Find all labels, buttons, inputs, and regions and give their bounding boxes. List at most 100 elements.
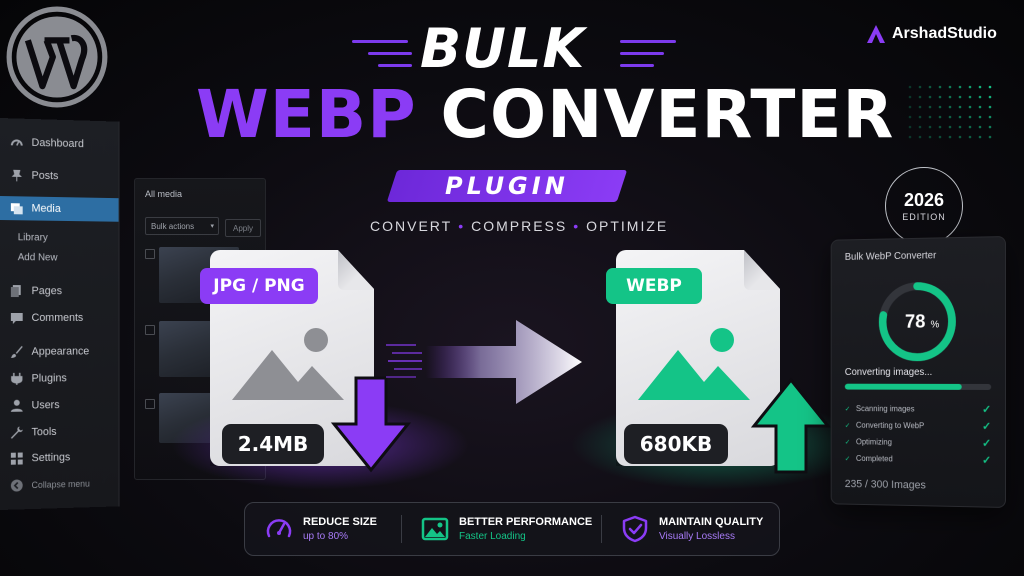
grid-dot bbox=[959, 106, 962, 109]
wp-admin-sidebar: Dashboard Posts Media Library Add New Pa… bbox=[0, 118, 120, 510]
speed-line bbox=[378, 64, 412, 67]
chevron-down-icon: ▾ bbox=[210, 222, 214, 230]
sidebar-item-settings[interactable]: Settings bbox=[0, 445, 119, 471]
grid-dot bbox=[959, 126, 962, 129]
apply-button[interactable]: Apply bbox=[225, 219, 261, 237]
brush-icon bbox=[10, 345, 24, 359]
sidebar-item-posts[interactable]: Posts bbox=[0, 163, 119, 189]
grid-dot bbox=[949, 86, 952, 89]
step-completed: ✓ Completed ✓ bbox=[845, 452, 991, 467]
triangle-logo-icon bbox=[866, 24, 886, 44]
bulk-actions-select[interactable]: Bulk actions ▾ bbox=[145, 217, 219, 235]
grid-dot bbox=[939, 136, 942, 139]
image-placeholder-icon bbox=[634, 322, 754, 404]
grid-dot bbox=[919, 96, 922, 99]
sidebar-item-label: Pages bbox=[32, 285, 62, 297]
tagline-compress: COMPRESS bbox=[471, 218, 567, 234]
grid-dot bbox=[949, 136, 952, 139]
headline-main: WEBP CONVERTER bbox=[196, 82, 894, 148]
sidebar-item-pages[interactable]: Pages bbox=[0, 279, 119, 303]
check-icon: ✓ bbox=[982, 403, 991, 416]
sidebar-item-dashboard[interactable]: Dashboard bbox=[0, 130, 119, 157]
sidebar-item-users[interactable]: Users bbox=[0, 393, 119, 418]
headline-converter: CONVERTER bbox=[441, 76, 895, 153]
dot-separator: • bbox=[573, 218, 580, 234]
grid-dot bbox=[929, 116, 932, 119]
grid-dot bbox=[939, 96, 942, 99]
grid-dot bbox=[929, 136, 932, 139]
progress-percent: 78 bbox=[905, 310, 925, 331]
media-checkbox[interactable] bbox=[145, 399, 155, 409]
feature-subtitle: Visually Lossless bbox=[659, 531, 763, 542]
check-icon: ✓ bbox=[982, 437, 991, 450]
feature-subtitle: Faster Loading bbox=[459, 531, 592, 542]
media-panel-title: All media bbox=[145, 189, 182, 199]
grid-dot bbox=[979, 116, 982, 119]
grid-dot bbox=[969, 126, 972, 129]
grid-dot bbox=[929, 106, 932, 109]
grid-dot bbox=[939, 86, 942, 89]
sidebar-item-label: Plugins bbox=[32, 372, 67, 384]
check-icon: ✓ bbox=[982, 454, 991, 467]
grid-dot bbox=[969, 116, 972, 119]
sidebar-item-label: Media bbox=[32, 203, 61, 215]
media-checkbox[interactable] bbox=[145, 325, 155, 335]
grid-dot bbox=[979, 136, 982, 139]
sidebar-item-collapse[interactable]: Collapse menu bbox=[0, 471, 119, 498]
grid-dot bbox=[969, 136, 972, 139]
target-format-badge: WEBP bbox=[606, 268, 702, 304]
wrench-icon bbox=[10, 426, 24, 440]
sidebar-item-label: Appearance bbox=[32, 346, 90, 358]
sidebar-item-tools[interactable]: Tools bbox=[0, 419, 119, 445]
sidebar-item-label: Settings bbox=[32, 451, 71, 464]
grid-dot bbox=[929, 86, 932, 89]
tagline: CONVERT • COMPRESS • OPTIMIZE bbox=[370, 218, 668, 234]
grid-dot bbox=[969, 96, 972, 99]
grid-dot bbox=[949, 116, 952, 119]
tagline-convert: CONVERT bbox=[370, 218, 452, 234]
grid-dot bbox=[989, 136, 992, 139]
grid-dot bbox=[959, 116, 962, 119]
source-size-pill: 2.4MB bbox=[222, 424, 324, 464]
dot-separator: • bbox=[458, 218, 465, 234]
collapse-icon bbox=[10, 478, 24, 492]
dot-grid-decoration bbox=[905, 82, 995, 142]
sidebar-item-comments[interactable]: Comments bbox=[0, 306, 119, 330]
grid-dot bbox=[909, 106, 912, 109]
source-format-badge: JPG / PNG bbox=[200, 268, 318, 304]
grid-dot bbox=[919, 116, 922, 119]
grid-dot bbox=[929, 96, 932, 99]
grid-dot bbox=[989, 96, 992, 99]
sidebar-sub-add-new[interactable]: Add New bbox=[18, 252, 58, 263]
grid-dot bbox=[909, 136, 912, 139]
grid-dot bbox=[989, 106, 992, 109]
bulk-actions-label: Bulk actions bbox=[151, 222, 194, 231]
sidebar-sub-library[interactable]: Library bbox=[18, 232, 48, 243]
feature-reduce-size: REDUCE SIZE up to 80% bbox=[265, 503, 377, 555]
grid-dot bbox=[959, 86, 962, 89]
grid-dot bbox=[979, 86, 982, 89]
tagline-optimize: OPTIMIZE bbox=[586, 218, 668, 234]
media-icon bbox=[10, 201, 24, 215]
user-icon bbox=[10, 399, 24, 413]
speed-line bbox=[368, 52, 412, 55]
image-count: 235 / 300 Images bbox=[845, 478, 926, 491]
feature-better-performance: BETTER PERFORMANCE Faster Loading bbox=[421, 503, 592, 555]
edition-label: EDITION bbox=[902, 212, 946, 222]
sidebar-item-media[interactable]: Media bbox=[0, 196, 119, 222]
progress-ring: 78 % bbox=[873, 276, 962, 367]
grid-dot bbox=[989, 86, 992, 89]
media-checkbox[interactable] bbox=[145, 249, 155, 259]
progress-bar bbox=[845, 384, 991, 390]
upload-arrow-icon bbox=[750, 376, 832, 474]
step-converting: ✓ Converting to WebP ✓ bbox=[845, 419, 991, 433]
bullet-check-icon: ✓ bbox=[845, 421, 851, 429]
progress-percent-unit: % bbox=[931, 319, 940, 330]
sidebar-item-plugins[interactable]: Plugins bbox=[0, 366, 119, 391]
check-icon: ✓ bbox=[982, 420, 991, 433]
progress-bar-fill bbox=[845, 384, 962, 390]
sidebar-item-appearance[interactable]: Appearance bbox=[0, 340, 119, 364]
step-label: Converting to WebP bbox=[856, 421, 924, 430]
progress-panel-title: Bulk WebP Converter bbox=[845, 250, 936, 262]
conversion-arrow-icon bbox=[386, 316, 586, 408]
